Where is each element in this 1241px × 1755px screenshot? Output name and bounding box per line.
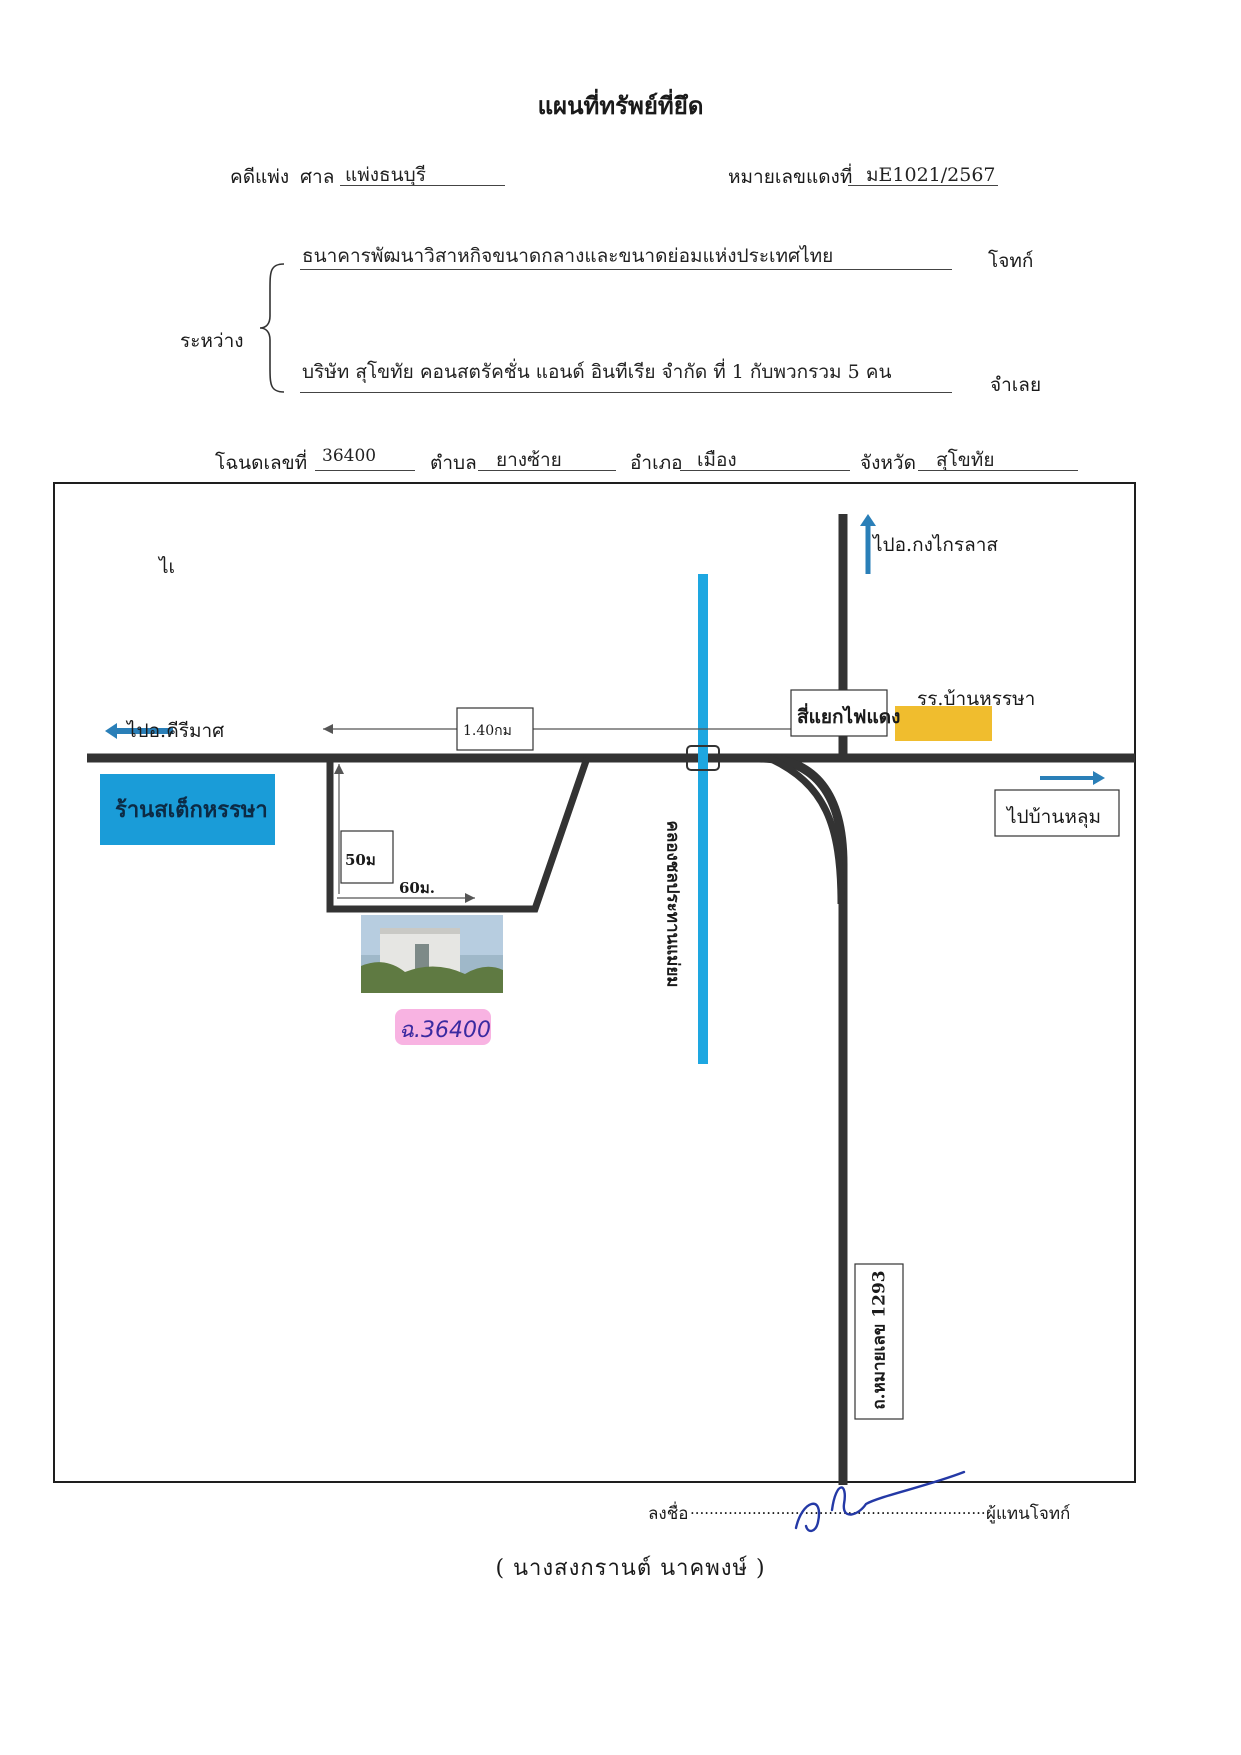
ban-lum-box (994, 789, 1120, 837)
court-label: ศาล (300, 166, 335, 188)
road-1293-label: ถ.หมายเลข 1293 (869, 1270, 890, 1410)
width-box (340, 830, 394, 884)
subdistrict-underline (478, 470, 616, 471)
court-underline (340, 185, 505, 186)
sign-label: ลงชื่อ (648, 1504, 689, 1524)
property-plot (326, 756, 591, 913)
bridge-marker (686, 745, 720, 771)
road-1293 (758, 753, 848, 1485)
canal-label: คลองชลประทานแม่ยม (662, 820, 683, 988)
road-1293-box (854, 1263, 904, 1420)
brace-bracket (259, 263, 285, 393)
deed-label: โฉนดเลขที่ (215, 452, 308, 474)
to-ban-lum-label: ไปบ้านหลุม (1007, 806, 1102, 828)
to-krong-krailat-label: ไปอ.กงไกรลาส (873, 534, 999, 556)
red-case-label: หมายเลขแดงที่ (728, 166, 853, 188)
map-drawing (87, 514, 1135, 1485)
arrow-west-icon (105, 723, 173, 739)
to-khiri-mat-label: ไปอ.คีรีมาศ (127, 720, 225, 742)
document-title: แผนที่ทรัพย์ที่ยึด (537, 91, 704, 120)
width-label: 50ม (345, 851, 376, 869)
subdistrict-value: ยางซ้าย (496, 449, 562, 471)
depth-label: 60ม. (399, 879, 435, 897)
subdistrict-label: ตำบล (430, 452, 477, 474)
arrow-north-icon (860, 514, 876, 574)
representative-label: ผู้แทนโจทก์ (986, 1504, 1071, 1524)
district-underline (680, 470, 850, 471)
defendant-underline (300, 392, 952, 393)
distance-label: 1.40กม (463, 723, 512, 739)
district-value: เมือง (697, 449, 737, 471)
defendant-label: จำเลย (990, 374, 1042, 396)
junction-label: สี่แยกไฟแดง (797, 706, 901, 728)
plaintiff-underline (300, 269, 952, 270)
distance-arrowhead-left (323, 724, 333, 734)
depth-arrowhead-top (334, 764, 344, 774)
case-type-label: คดีแพ่ง (230, 166, 290, 188)
province-value: สุโขทัย (936, 449, 995, 471)
junction-box (790, 689, 888, 737)
shop-block (100, 774, 275, 845)
deed-tag-label: ฉ.36400 (399, 1018, 491, 1043)
province-underline (918, 470, 1078, 471)
distance-box (456, 707, 534, 751)
sign-dots: ........................................… (690, 1500, 990, 1518)
curve-road (767, 754, 845, 905)
between-label: ระหว่าง (180, 330, 244, 352)
handwritten-signature (794, 1470, 966, 1533)
property-map: ไเ ไปอ.กงไกรลาส ไปอ.คีรีมาศ ไปบ้านหลุม 1… (53, 482, 1136, 1485)
property-photo (361, 915, 503, 993)
defendant-value: บริษัท สุโขทัย คอนสตรัคชั่น แอนด์ อินทีเ… (302, 361, 892, 383)
deed-tag-highlight (395, 1009, 491, 1045)
deed-value: 36400 (322, 446, 377, 466)
court-value: แพ่งธนบุรี (345, 164, 426, 186)
school-block (895, 706, 992, 741)
school-label: รร.บ้านหรรษา (917, 688, 1036, 710)
province-label: จังหวัด (860, 452, 916, 474)
shop-label: ร้านสเต็กหรรษา (115, 797, 268, 823)
deed-underline (315, 470, 415, 471)
plaintiff-value: ธนาคารพัฒนาวิสาหกิจขนาดกลางและขนาดย่อมแห… (302, 245, 834, 267)
arrow-east-icon (1040, 771, 1105, 785)
width-arrowhead-right (465, 893, 475, 903)
red-case-underline (848, 185, 998, 186)
map-corner-label: ไเ (159, 556, 176, 578)
plaintiff-label: โจทก์ (988, 250, 1034, 272)
district-label: อำเภอ (630, 452, 683, 474)
red-case-value: มE1021/2567 (866, 164, 996, 186)
representative-name: ( นางสงกรานต์ นาคพงษ์ ) (495, 1556, 766, 1581)
